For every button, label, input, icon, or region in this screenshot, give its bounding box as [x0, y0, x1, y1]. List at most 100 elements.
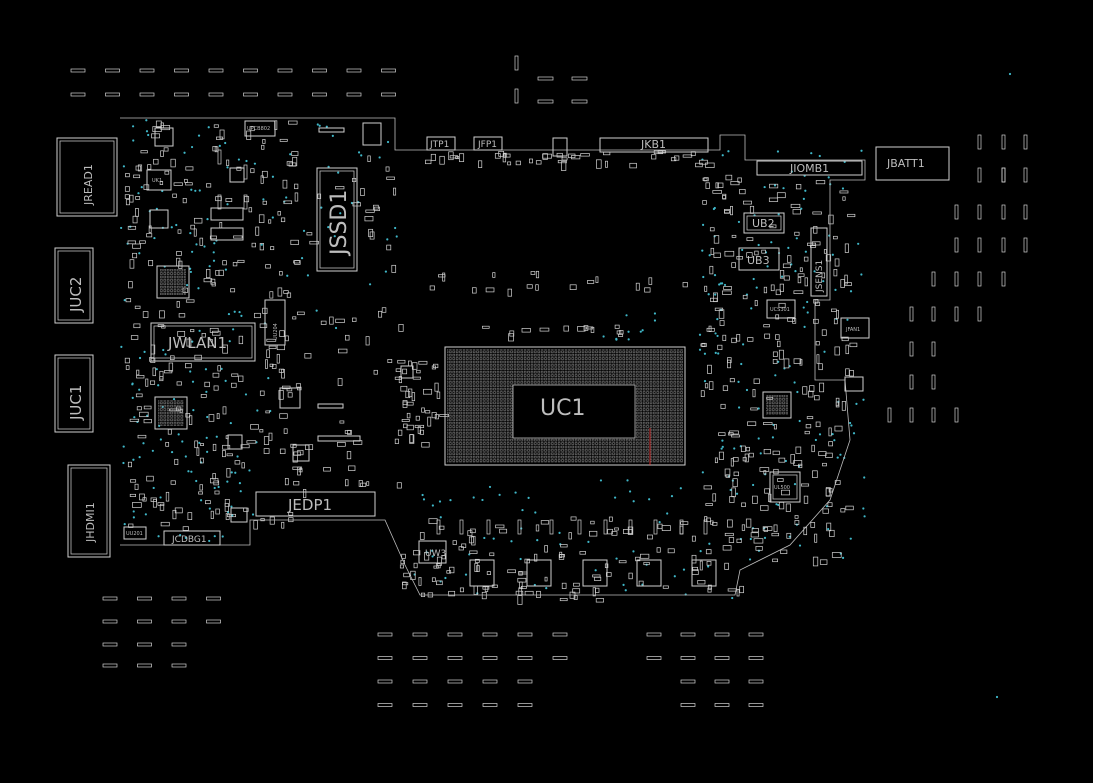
connector-juc1[interactable]: JUC1: [54, 354, 94, 433]
footprint: [748, 656, 764, 660]
footprint: [540, 520, 550, 525]
connector-jwlan1[interactable]: JWLAN1: [150, 322, 256, 362]
footprint: [159, 503, 165, 511]
footprint: [494, 153, 501, 159]
footprint: [178, 313, 186, 318]
footprint: [529, 158, 533, 164]
via: [189, 232, 192, 235]
footprint: [954, 237, 959, 253]
via: [327, 165, 330, 168]
via: [431, 504, 434, 507]
footprint: [646, 632, 662, 637]
footprint: [761, 249, 766, 254]
footprint: [724, 209, 731, 214]
chip-uu[interactable]: UU201: [123, 526, 147, 540]
via: [841, 556, 845, 559]
footprint: [159, 180, 164, 185]
footprint: [278, 390, 284, 400]
via: [132, 139, 135, 142]
footprint: [812, 241, 821, 246]
footprint: [740, 445, 746, 452]
footprint: [606, 572, 612, 577]
footprint: [801, 483, 810, 487]
footprint: [251, 242, 256, 248]
chip-ul[interactable]: UL500: [769, 471, 801, 503]
footprint: [176, 257, 181, 267]
footprint: [977, 167, 982, 183]
footprint: [438, 274, 446, 278]
footprint: [402, 582, 409, 586]
cpu-uc1[interactable]: UC1: [444, 346, 686, 466]
via: [721, 439, 724, 442]
footprint: [627, 526, 634, 535]
footprint: [102, 663, 118, 668]
footprint: [259, 243, 264, 251]
connector-jsens1[interactable]: JSENS1: [810, 227, 828, 297]
footprint: [399, 564, 404, 569]
footprint: [185, 363, 192, 369]
footprint: [590, 520, 595, 525]
footprint: [651, 154, 657, 160]
via: [831, 253, 834, 256]
footprint: [204, 381, 210, 388]
footprint: [635, 282, 640, 291]
connector-jfp1[interactable]: JFP1: [473, 136, 503, 151]
via: [798, 419, 801, 423]
footprint: [163, 147, 169, 152]
footprint: [594, 576, 602, 581]
footprint: [208, 339, 213, 347]
footprint: [714, 703, 730, 707]
chip-uu204[interactable]: UU204: [264, 299, 286, 346]
connector-jkb1[interactable]: JKB1: [599, 137, 709, 153]
via: [863, 476, 866, 479]
footprint: [176, 301, 180, 308]
connector-jiomb1[interactable]: JIOMB1: [756, 160, 863, 176]
via: [199, 499, 203, 502]
connector-jedp1[interactable]: JEDP1: [255, 491, 376, 517]
chip-ub2[interactable]: UB2: [743, 212, 785, 234]
via: [145, 130, 149, 133]
footprint: [492, 272, 496, 278]
footprint: [436, 580, 443, 586]
footprint: [213, 124, 219, 128]
connector-jcdbg1[interactable]: JCDBG1: [163, 530, 221, 546]
footprint: [394, 438, 399, 444]
via: [712, 207, 715, 211]
footprint: [136, 406, 142, 411]
footprint: [486, 571, 491, 575]
via: [159, 438, 162, 441]
footprint: [217, 194, 222, 210]
connector-jfan1[interactable]: JFAN1: [840, 317, 870, 339]
chip-upcb[interactable]: UPCB802: [244, 120, 276, 137]
footprint: [201, 333, 206, 338]
chip-ub3[interactable]: UB3: [738, 247, 780, 271]
footprint: [424, 552, 430, 561]
connector-juc2[interactable]: JUC2: [54, 247, 94, 324]
connector-jssd1[interactable]: JSSD1: [316, 167, 358, 272]
footprint: [482, 656, 498, 660]
footprint: [222, 260, 227, 266]
footprint: [276, 353, 280, 364]
footprint: [171, 642, 187, 647]
chip-uk1[interactable]: UK1: [146, 169, 172, 191]
connector-jbatt1[interactable]: JBATT1: [875, 146, 950, 181]
via: [741, 248, 744, 252]
footprint: [346, 451, 352, 460]
via: [244, 393, 248, 396]
footprint: [771, 532, 780, 537]
footprint: [710, 247, 715, 255]
footprint: [283, 290, 289, 294]
connector-jhdmi1[interactable]: JHDMI1: [67, 464, 111, 558]
chip-ucs[interactable]: UCS301: [766, 299, 796, 319]
connector-jtp1[interactable]: JTP1: [426, 136, 456, 151]
via: [703, 380, 707, 383]
footprint: [128, 281, 133, 289]
footprint: [447, 656, 463, 660]
chip-uw3[interactable]: UW3: [418, 540, 447, 564]
via: [731, 596, 734, 600]
connector-jread1[interactable]: JREAD1: [56, 137, 118, 217]
footprint: [763, 422, 773, 425]
footprint: [377, 679, 393, 684]
via: [763, 536, 767, 539]
footprint: [778, 302, 786, 308]
